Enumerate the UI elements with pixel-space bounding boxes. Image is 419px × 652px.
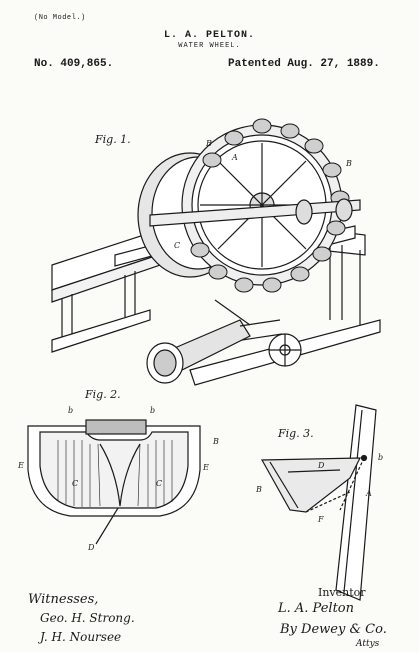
fig2-letter-b2: b: [150, 406, 155, 415]
witnesses-label: Witnesses,: [28, 592, 99, 607]
fig3-letter-a: A: [365, 489, 372, 498]
inventor-signature: L. A. Pelton: [278, 601, 354, 616]
inventor-label: Inventor: [318, 586, 366, 599]
patent-title: WATER WHEEL.: [178, 42, 241, 50]
fig3-letter-d: D: [317, 461, 325, 470]
fig2-letter-e1: E: [17, 461, 24, 470]
fig2-letter-c1: C: [72, 479, 78, 488]
fig2-letter-c2: C: [156, 479, 162, 488]
fig1-drawing: [51, 118, 381, 386]
fig3-letter-bigb: B: [255, 485, 262, 494]
model-note: (No Model.): [34, 14, 86, 22]
fig1-letter-c: C: [174, 241, 180, 250]
fig2-drawing: [27, 419, 201, 545]
fig2-letter-bigb: B: [212, 437, 219, 446]
inventor-name: L. A. PELTON.: [163, 30, 255, 41]
fig1-letter-b2: B: [345, 159, 352, 168]
fig2-label: Fig. 2.: [85, 388, 121, 401]
patent-number: No. 409,865.: [34, 58, 114, 70]
attorney-signature: By Dewey & Co.: [280, 622, 387, 637]
attorney-label: Attys: [356, 639, 380, 649]
fig1-letter-a: A: [231, 153, 238, 162]
patent-date: Patented Aug. 27, 1889.: [228, 58, 380, 70]
fig1-letter-b: B: [205, 139, 212, 148]
fig3-label: Fig. 3.: [278, 427, 314, 440]
witness-signature-1: Geo. H. Strong.: [40, 611, 135, 625]
fig2-letter-d: D: [87, 543, 95, 552]
fig3-letter-b: b: [378, 453, 383, 462]
fig3-letter-f: F: [317, 515, 324, 524]
fig3-drawing: [260, 404, 377, 601]
fig1-label: Fig. 1.: [95, 133, 131, 146]
fig2-letter-b1: b: [68, 406, 73, 415]
witness-signature-2: J. H. Noursee: [40, 630, 122, 644]
fig2-letter-e2: E: [202, 463, 209, 472]
